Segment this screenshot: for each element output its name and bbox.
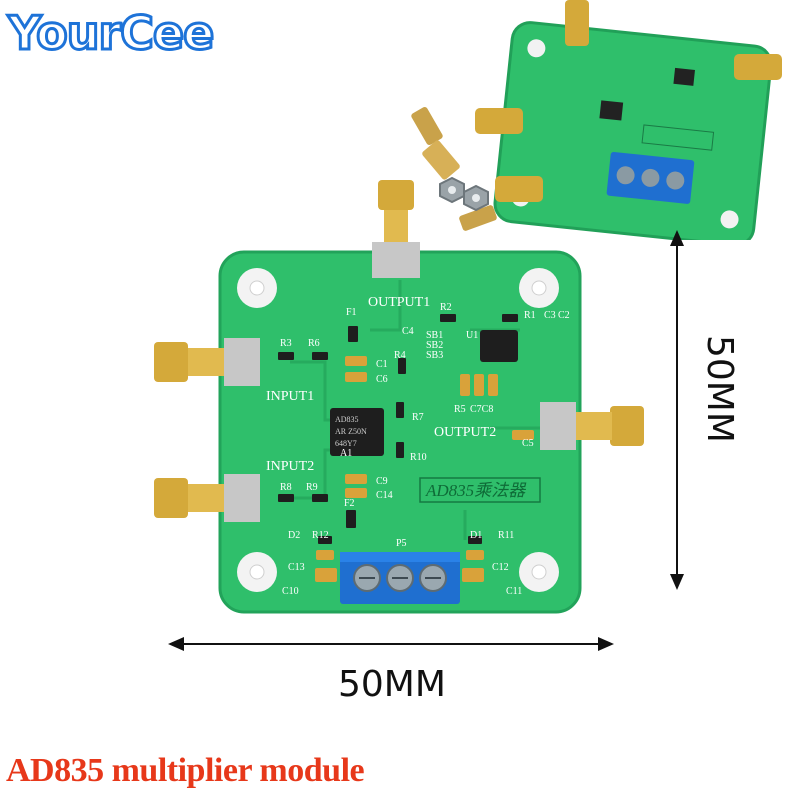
designator-r3: R3 [280, 338, 292, 349]
designator-sb1: SB1 [426, 330, 443, 341]
designator-c12: C12 [492, 562, 509, 573]
label-output2: OUTPUT2 [434, 425, 496, 440]
u1-chip [480, 330, 518, 362]
vertical-dimension-arrow [670, 230, 684, 590]
sma-connector-output1 [372, 180, 420, 278]
pcb-board: AD835 AR Z50N 648Y7 AD835乘法器 [154, 180, 644, 614]
designator-c11: C11 [506, 586, 522, 597]
designator-f1: F1 [346, 307, 357, 318]
designator-c9: C9 [376, 476, 388, 487]
designator-r9: R9 [306, 482, 318, 493]
designator-c4: C4 [402, 326, 414, 337]
height-dimension-label: 50MM [699, 335, 740, 443]
designator-c2: C2 [558, 310, 570, 321]
designator-r6: R6 [308, 338, 320, 349]
designator-c13: C13 [288, 562, 305, 573]
terminal-block-p5 [340, 552, 460, 604]
designator-r4: R4 [394, 350, 406, 361]
ic-text-line2: AR Z50N [335, 427, 367, 436]
designator-u1: U1 [466, 330, 478, 341]
designator-f2: F2 [344, 498, 355, 509]
product-caption: AD835 multiplier module [6, 752, 365, 789]
sma-connector-input1 [154, 338, 260, 386]
product-thumbnail [411, 0, 782, 240]
designator-r10: R10 [410, 452, 427, 463]
designator-r5: R5 [454, 404, 466, 415]
ic-text-line1: AD835 [335, 415, 359, 424]
designator-d1: D1 [470, 530, 482, 541]
brand-logo: YourCee [6, 5, 215, 62]
width-dimension-label: 50MM [338, 664, 446, 705]
designator-c7c8: C7C8 [470, 404, 493, 415]
label-input2: INPUT2 [266, 459, 314, 474]
chip-label: AD835乘法器 [425, 481, 527, 500]
designator-r11: R11 [498, 530, 514, 541]
designator-r2: R2 [440, 302, 452, 313]
designator-r1: R1 [524, 310, 536, 321]
mounting-holes [237, 268, 559, 592]
designator-r8: R8 [280, 482, 292, 493]
label-input1: INPUT1 [266, 389, 314, 404]
designator-c1: C1 [376, 359, 388, 370]
designator-c5: C5 [522, 438, 534, 449]
label-output1: OUTPUT1 [368, 295, 430, 310]
designator-p5: P5 [396, 538, 407, 549]
designator-sb2: SB2 [426, 340, 443, 351]
designator-r7: R7 [412, 412, 424, 423]
designator-r12: R12 [312, 530, 329, 541]
horizontal-dimension-arrow [168, 637, 614, 651]
ic-text-line3: 648Y7 [335, 439, 357, 448]
designator-c6: C6 [376, 374, 388, 385]
designator-sb3: SB3 [426, 350, 443, 361]
standoff-screws [411, 107, 497, 231]
sma-connector-output2 [540, 402, 644, 450]
designator-a1: A1 [340, 448, 352, 459]
designator-d2: D2 [288, 530, 300, 541]
sma-connector-input2 [154, 474, 260, 522]
ad835-chip [330, 408, 384, 456]
designator-c10: C10 [282, 586, 299, 597]
designator-c14: C14 [376, 490, 393, 501]
chip-label-box [419, 477, 541, 503]
designator-c3: C3 [544, 310, 556, 321]
